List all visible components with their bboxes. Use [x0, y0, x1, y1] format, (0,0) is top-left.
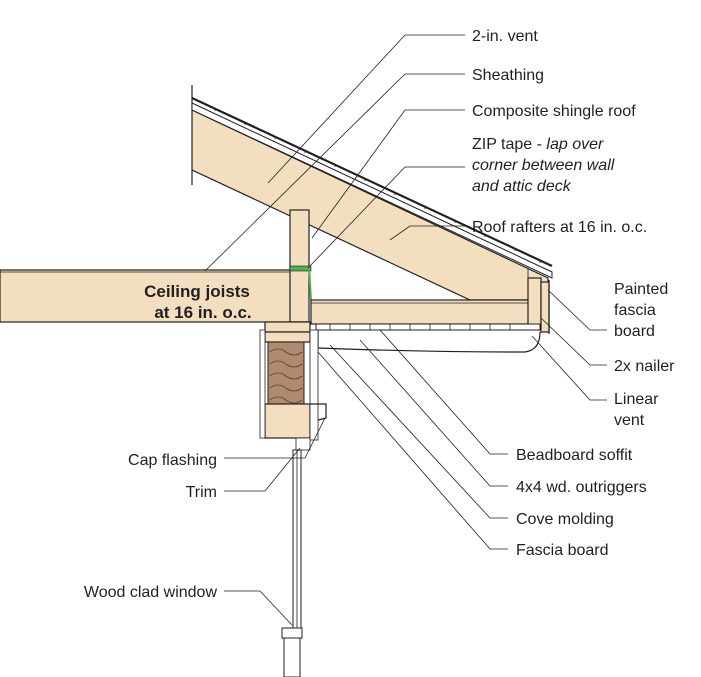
wall-blocking	[289, 209, 312, 341]
label-zip-tape-prefix: ZIP tape -	[472, 136, 546, 153]
label-cap-flashing: Cap flashing	[128, 452, 217, 469]
label-outriggers: 4x4 wd. outriggers	[516, 479, 647, 496]
label-painted-fascia-2: fascia	[614, 302, 656, 319]
label-wood-clad-window: Wood clad window	[84, 584, 218, 601]
ceiling-joists-text-2: at 16 in. o.c.	[154, 303, 251, 322]
labels: 2-in. vent Sheathing Composite shingle r…	[84, 28, 675, 601]
outrigger	[310, 299, 538, 325]
label-fascia-board: Fascia board	[516, 542, 609, 559]
label-2in-vent: 2-in. vent	[472, 28, 538, 45]
label-beadboard-soffit: Beadboard soffit	[516, 447, 633, 464]
label-trim: Trim	[186, 484, 217, 501]
label-painted-fascia-1: Painted	[614, 281, 668, 298]
fascia-assembly	[527, 277, 550, 334]
wood-clad-window	[281, 449, 303, 677]
label-zip-tape-line-2: corner between wall	[472, 157, 615, 174]
label-composite-shingle: Composite shingle roof	[472, 103, 636, 120]
label-linear-vent-1: Linear	[614, 391, 659, 408]
sheathing-and-shingles	[191, 97, 553, 279]
label-painted-fascia-3: board	[614, 323, 655, 340]
label-zip-tape-line-1: ZIP tape - lap over	[472, 136, 604, 153]
label-roof-rafters: Roof rafters at 16 in. o.c.	[472, 219, 647, 236]
ceiling-joists-label: Ceiling joists at 16 in. o.c.	[144, 282, 252, 322]
label-linear-vent-2: vent	[614, 412, 645, 429]
ceiling-joists-text-1: Ceiling joists	[144, 282, 250, 301]
label-cove-molding: Cove molding	[516, 511, 614, 528]
label-zip-tape-italic-1: lap over	[546, 136, 604, 153]
leader-lines	[204, 34, 607, 626]
label-sheathing: Sheathing	[472, 67, 544, 84]
label-2x-nailer: 2x nailer	[614, 358, 675, 375]
beadboard-soffit	[315, 323, 541, 353]
label-zip-tape-line-3: and attic deck	[472, 178, 572, 195]
wall-section	[259, 321, 327, 451]
